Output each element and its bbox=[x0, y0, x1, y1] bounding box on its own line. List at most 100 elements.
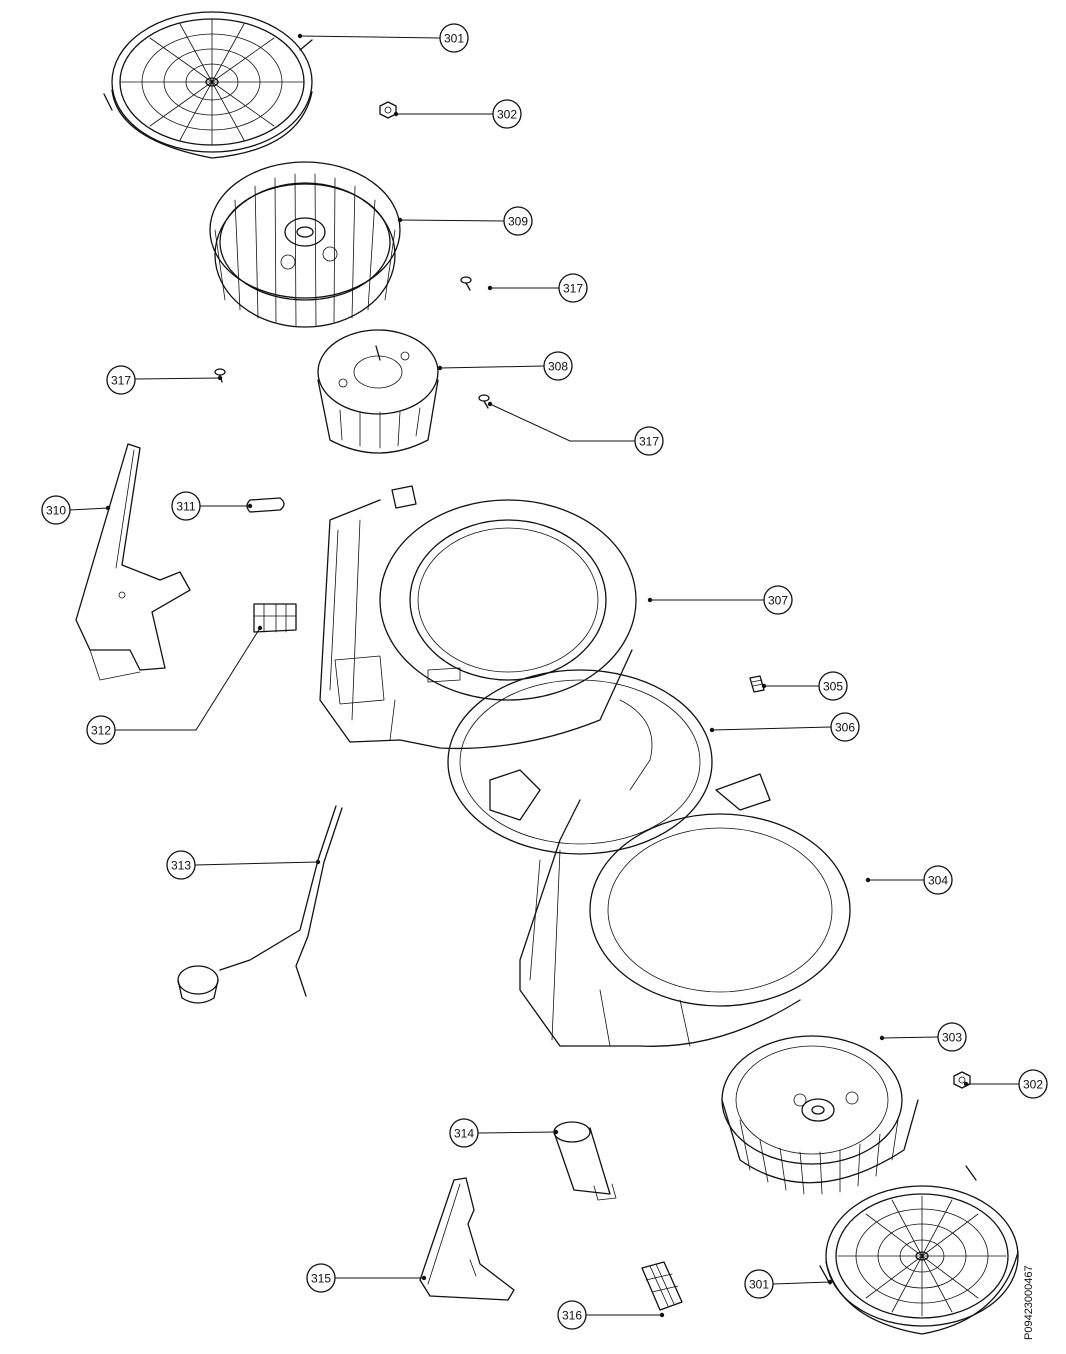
callout-circle bbox=[1018, 1069, 1048, 1099]
part-317-screw-a bbox=[460, 276, 472, 291]
part-307-housing-front bbox=[319, 485, 637, 750]
callout-circle bbox=[106, 365, 136, 395]
callout-label: 302 bbox=[497, 108, 517, 122]
leader-dot bbox=[105, 505, 111, 511]
callout-label: 312 bbox=[91, 724, 111, 738]
leader-dot bbox=[397, 217, 403, 223]
callout-307: 307 bbox=[647, 585, 793, 615]
callout-circle bbox=[634, 426, 664, 456]
callout-label: 311 bbox=[176, 500, 195, 514]
leader-dot bbox=[659, 1312, 665, 1318]
callout-circle bbox=[818, 671, 848, 701]
leader-dot bbox=[963, 1081, 969, 1087]
callout-317: 317 bbox=[106, 365, 223, 395]
callout-circle bbox=[543, 351, 573, 381]
leader-line bbox=[881, 1036, 939, 1039]
callout-301: 301 bbox=[297, 23, 469, 53]
callout-317: 317 bbox=[487, 273, 588, 303]
callout-315: 315 bbox=[306, 1263, 427, 1293]
leader-dot bbox=[647, 597, 653, 603]
part-311-clip bbox=[246, 497, 285, 513]
callout-302: 302 bbox=[963, 1069, 1048, 1099]
callout-label: 301 bbox=[749, 1278, 769, 1292]
callout-circle bbox=[937, 1022, 967, 1052]
callout-circle bbox=[306, 1263, 336, 1293]
callout-label: 314 bbox=[454, 1127, 474, 1141]
callout-circle bbox=[830, 712, 860, 742]
leader-dot bbox=[393, 111, 399, 117]
callout-314: 314 bbox=[449, 1118, 559, 1148]
leader-line bbox=[477, 1131, 557, 1134]
leader-line bbox=[489, 403, 635, 442]
callout-303: 303 bbox=[879, 1022, 967, 1052]
leader-dot bbox=[487, 401, 493, 407]
callout-305: 305 bbox=[761, 671, 848, 701]
callout-label: 310 bbox=[46, 504, 66, 518]
part-314-capacitor bbox=[553, 1121, 617, 1201]
part-309-impeller-top bbox=[209, 161, 401, 328]
part-313-sensor bbox=[177, 805, 343, 1004]
callout-311: 311 bbox=[171, 491, 253, 521]
callout-313: 313 bbox=[166, 850, 321, 880]
part-310-bracket bbox=[75, 443, 191, 681]
leader-dot bbox=[297, 33, 303, 39]
leader-line bbox=[299, 35, 441, 39]
leader-line bbox=[399, 219, 505, 222]
part-301-grille-top bbox=[103, 11, 313, 159]
callout-302: 302 bbox=[393, 99, 522, 129]
callout-circle bbox=[171, 491, 201, 521]
leader-dot bbox=[217, 375, 223, 381]
callout-circle bbox=[439, 23, 469, 53]
leader-dot bbox=[709, 727, 715, 733]
part-317-screw-c bbox=[478, 394, 490, 409]
callout-circle bbox=[503, 206, 533, 236]
part-306-seal-ring bbox=[447, 669, 713, 855]
callout-label: 315 bbox=[311, 1272, 331, 1286]
callout-317: 317 bbox=[487, 401, 664, 456]
leader-dot bbox=[879, 1035, 885, 1041]
callout-circle bbox=[558, 273, 588, 303]
callout-label: 317 bbox=[639, 435, 659, 449]
leader-dot bbox=[247, 503, 253, 509]
callout-304: 304 bbox=[865, 865, 953, 895]
leader-dot bbox=[421, 1275, 427, 1281]
part-308-motor bbox=[317, 329, 439, 454]
callout-circle bbox=[557, 1300, 587, 1330]
callout-312: 312 bbox=[86, 625, 263, 745]
leader-line bbox=[69, 507, 109, 511]
callout-circle bbox=[744, 1269, 774, 1299]
part-302-nut-bottom bbox=[953, 1071, 971, 1089]
callout-layer: 301 302 309 317 308 317 317 310 311 307 305 306 312 3… bbox=[41, 23, 1048, 1330]
callout-label: 301 bbox=[444, 32, 464, 46]
callout-circle bbox=[41, 495, 71, 525]
callout-306: 306 bbox=[709, 712, 860, 742]
leader-dot bbox=[865, 877, 871, 883]
part-315-bracket bbox=[419, 1177, 515, 1301]
callout-circle bbox=[166, 850, 196, 880]
leader-line bbox=[134, 377, 221, 380]
part-312-terminal-block bbox=[253, 603, 297, 633]
part-301-grille-bottom bbox=[819, 1165, 1019, 1335]
part-316-terminal-block bbox=[641, 1261, 683, 1311]
callout-circle bbox=[86, 715, 116, 745]
callout-label: 313 bbox=[171, 859, 191, 873]
callout-310: 310 bbox=[41, 495, 111, 525]
callout-label: 309 bbox=[508, 215, 528, 229]
callout-label: 317 bbox=[563, 282, 583, 296]
leader-dot bbox=[827, 1279, 833, 1285]
leader-line bbox=[772, 1281, 831, 1285]
callout-308: 308 bbox=[437, 351, 573, 381]
leader-dot bbox=[437, 365, 443, 371]
leader-dot bbox=[487, 285, 493, 291]
callout-label: 303 bbox=[942, 1031, 962, 1045]
part-305-fitting bbox=[749, 675, 765, 693]
leader-dot bbox=[553, 1129, 559, 1135]
callout-316: 316 bbox=[557, 1300, 665, 1330]
callout-label: 308 bbox=[548, 360, 568, 374]
leader-dot bbox=[257, 625, 263, 631]
part-303-impeller-bottom bbox=[721, 1035, 919, 1195]
leader-line bbox=[194, 861, 319, 866]
callout-label: 305 bbox=[823, 680, 843, 694]
